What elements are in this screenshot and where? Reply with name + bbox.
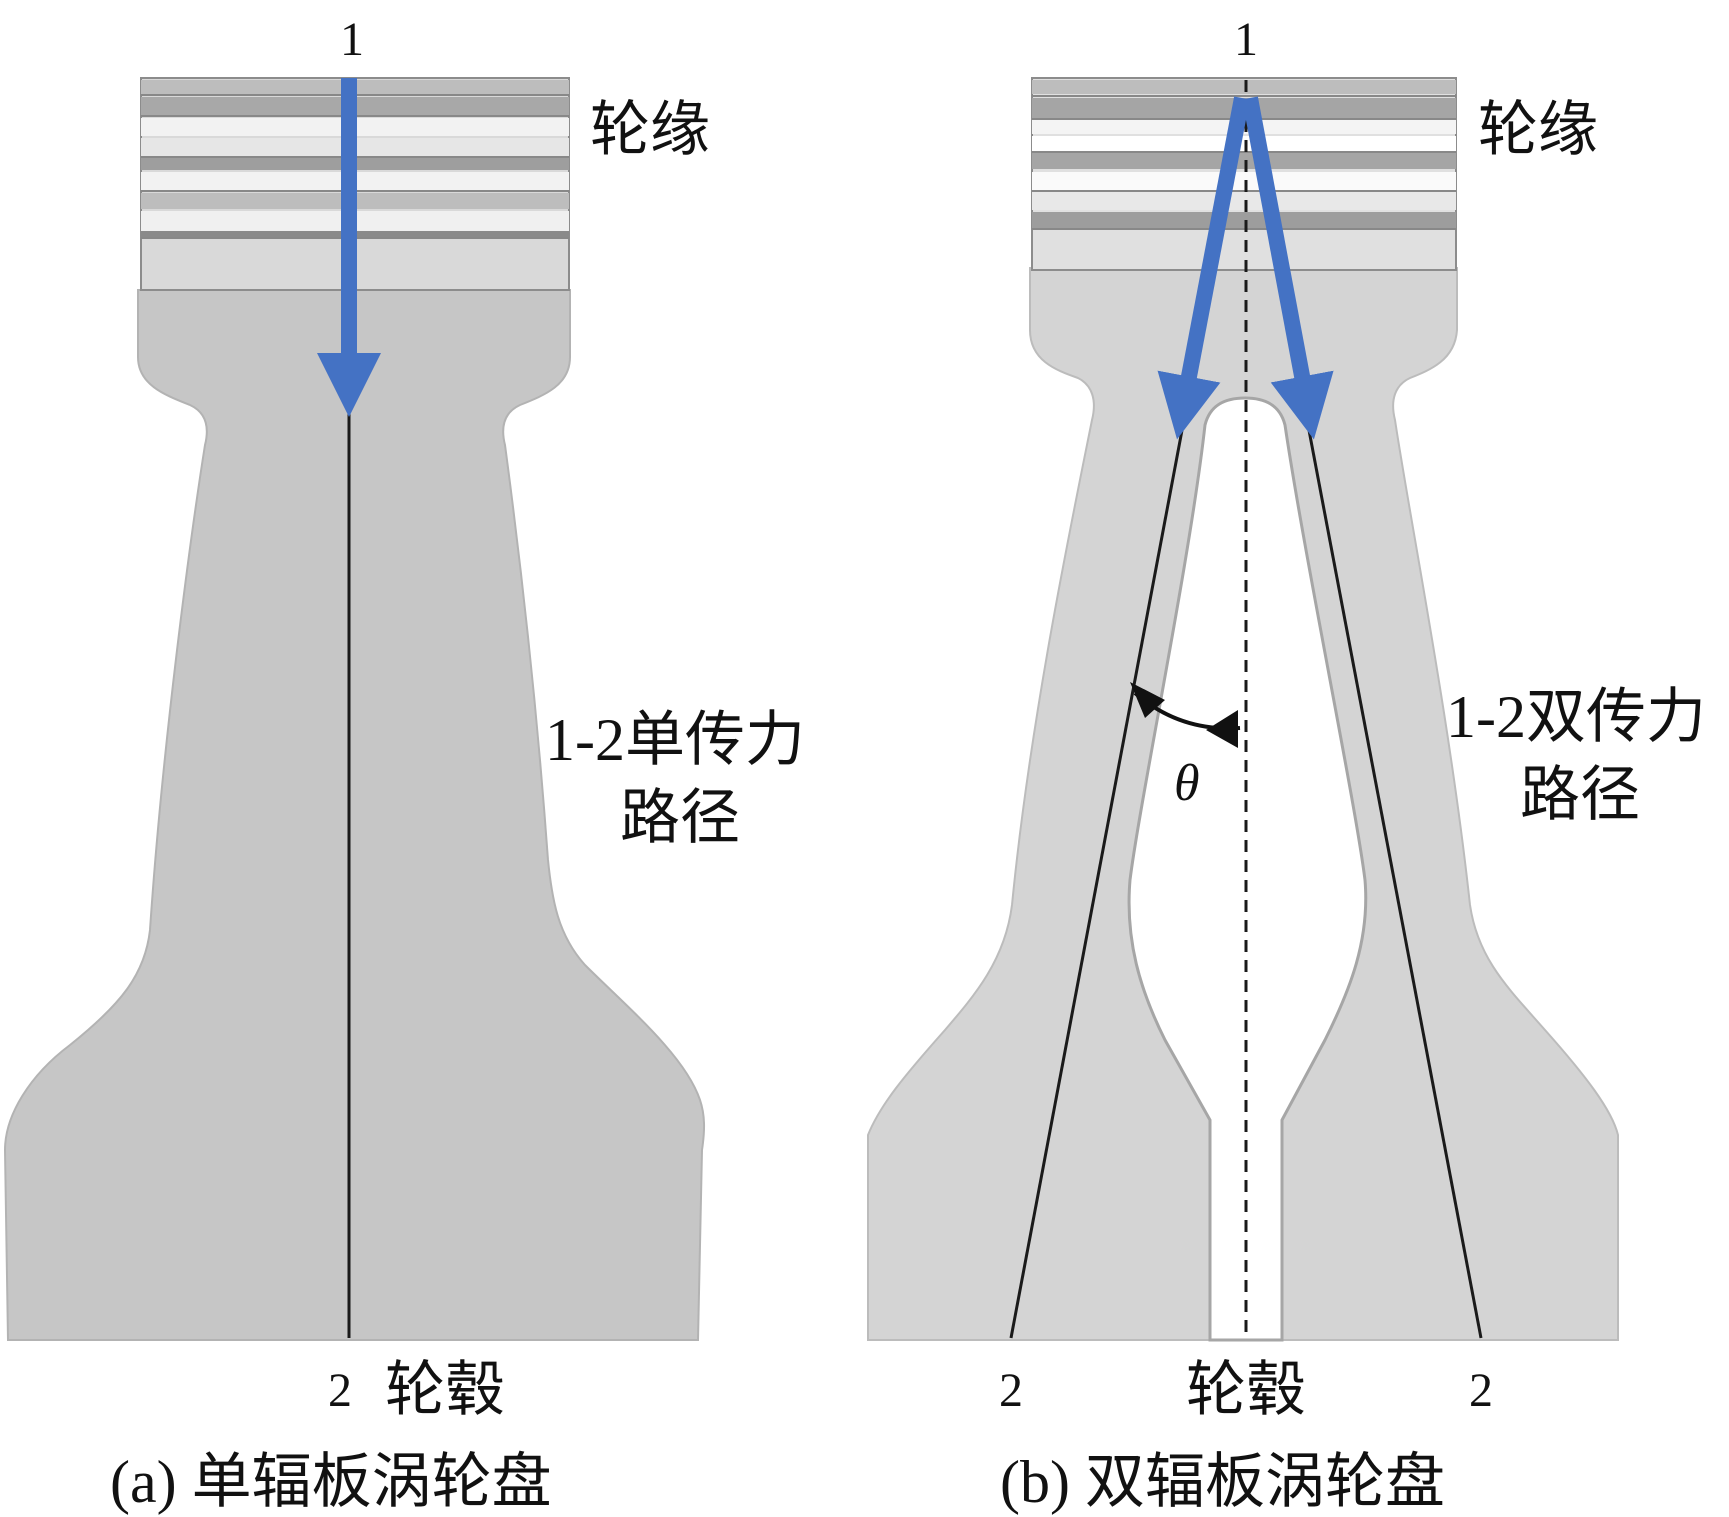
panel-a-path-label-line1: 1-2单传力 xyxy=(545,707,805,773)
panel-b-caption: (b) 双辐板涡轮盘 xyxy=(1000,1449,1445,1515)
panel-b-top-point-label: 1 xyxy=(1234,13,1258,66)
theta-arc-arrowhead-right xyxy=(1206,710,1238,748)
panel-b-rim-label: 轮缘 xyxy=(1478,97,1598,163)
panel-a-caption: (a) 单辐板涡轮盘 xyxy=(110,1449,552,1515)
panel-b-path-label-line1: 1-2双传力 xyxy=(1446,684,1706,750)
panel-a-hub-label: 轮毂 xyxy=(385,1357,505,1423)
panel-a-rim-label: 轮缘 xyxy=(590,97,710,163)
theta-arc-arrowhead-left xyxy=(1130,682,1165,718)
panel-a-path-label-line2: 路径 xyxy=(620,785,740,851)
panel-b-hub-label: 轮毂 xyxy=(1186,1357,1306,1423)
panel-a-top-point-label: 1 xyxy=(340,13,364,66)
panel-b-bottom-right-point-label: 2 xyxy=(1469,1364,1493,1417)
panel-a-single-web-disk: 1 轮缘 1-2单传力 路径 2 轮毂 (a) 单辐板涡轮盘 xyxy=(3,13,805,1515)
left-force-path-line xyxy=(1009,424,1185,1339)
theta-angle-label: θ xyxy=(1174,755,1200,812)
left-force-arrow xyxy=(1157,96,1250,440)
panel-a-bottom-point-label: 2 xyxy=(328,1364,352,1417)
panel-b-double-web-disk: 1 轮缘 1-2双传力 路径 θ 2 轮毂 2 (b) 双辐板涡轮盘 xyxy=(867,13,1706,1515)
panel-b-path-label-line2: 路径 xyxy=(1520,762,1640,828)
right-force-arrow xyxy=(1242,96,1334,440)
single-web-disk-body xyxy=(3,289,706,1341)
panel-b-bottom-left-point-label: 2 xyxy=(999,1364,1023,1417)
right-force-path-line xyxy=(1306,424,1483,1339)
